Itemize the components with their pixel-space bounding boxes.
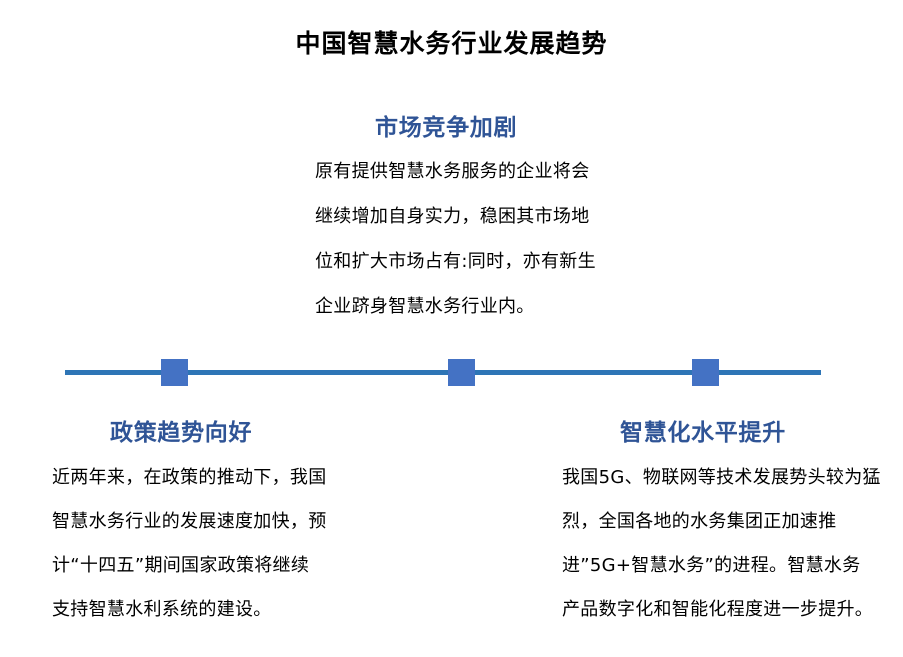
section-body-line: 烈，全国各地的水务集团正加速推 bbox=[562, 511, 837, 532]
section-title-smart: 智慧化水平提升 bbox=[620, 420, 786, 446]
section-body-line: 智慧水务行业的发展速度加快，预 bbox=[52, 511, 327, 532]
section-body-line: 继续增加自身实力，稳困其市场地 bbox=[315, 206, 590, 227]
section-body-market: 原有提供智慧水务服务的企业将会 继续增加自身实力，稳困其市场地 位和扩大市场占有… bbox=[315, 149, 596, 329]
timeline-node-3 bbox=[692, 359, 719, 386]
section-body-line: 支持智慧水利系统的建设。 bbox=[52, 599, 272, 620]
page-title: 中国智慧水务行业发展趋势 bbox=[295, 29, 608, 58]
section-body-line: 近两年来，在政策的推动下，我国 bbox=[52, 467, 327, 488]
section-title-policy: 政策趋势向好 bbox=[110, 420, 253, 446]
section-body-line: 企业跻身智慧水务行业内。 bbox=[315, 296, 535, 317]
timeline-node-2 bbox=[448, 359, 475, 386]
section-body-smart: 我国5G、物联网等技术发展势头较为猛 烈，全国各地的水务集团正加速推 进”5G+… bbox=[562, 456, 881, 632]
section-body-policy: 近两年来，在政策的推动下，我国 智慧水务行业的发展速度加快，预 计“十四五”期间… bbox=[52, 456, 327, 632]
section-body-line: 进”5G+智慧水务”的进程。智慧水务 bbox=[562, 555, 861, 576]
timeline-node-1 bbox=[161, 359, 188, 386]
section-title-market: 市场竞争加剧 bbox=[375, 115, 518, 141]
section-body-line: 计“十四五”期间国家政策将继续 bbox=[52, 555, 310, 576]
section-body-line: 产品数字化和智能化程度进一步提升。 bbox=[562, 599, 874, 620]
timeline-line bbox=[65, 370, 821, 375]
section-body-line: 我国5G、物联网等技术发展势头较为猛 bbox=[562, 467, 881, 488]
section-body-line: 位和扩大市场占有:同时，亦有新生 bbox=[315, 251, 596, 272]
section-body-line: 原有提供智慧水务服务的企业将会 bbox=[315, 161, 590, 182]
